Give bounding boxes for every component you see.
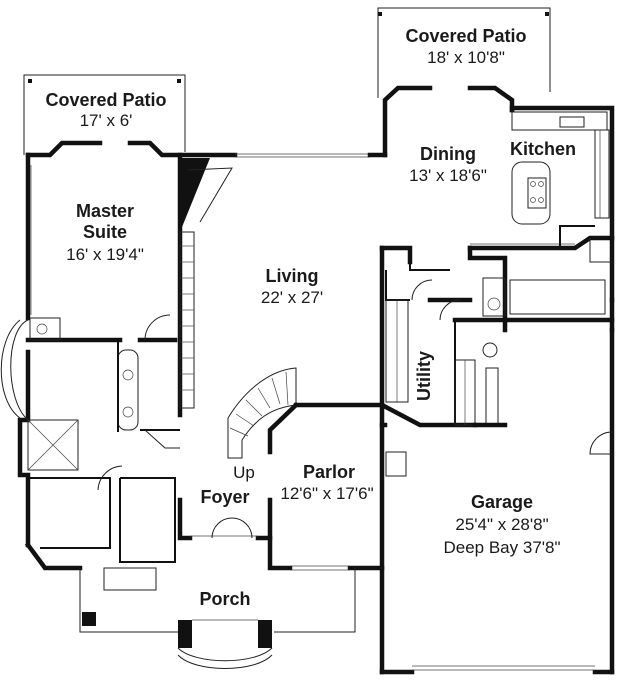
master-suite-size: 16' x 19'4" bbox=[66, 245, 144, 264]
covered-patio-left-name: Covered Patio bbox=[45, 90, 166, 110]
living-name: Living bbox=[266, 266, 319, 286]
room-labels: Covered Patio 18' x 10'8" Covered Patio … bbox=[45, 26, 576, 609]
living-stairs bbox=[179, 231, 195, 409]
exterior-walls bbox=[17, 105, 615, 675]
foyer-stair bbox=[227, 367, 297, 459]
covered-patio-right-size: 18' x 10'8" bbox=[427, 48, 505, 67]
kitchen-name: Kitchen bbox=[510, 139, 576, 159]
stair-up-label: Up bbox=[233, 463, 255, 482]
garage-extra: Deep Bay 37'8" bbox=[443, 538, 560, 557]
master-suite-walls bbox=[0, 152, 233, 563]
garage-name: Garage bbox=[471, 492, 533, 512]
garage-size: 25'4" x 28'8" bbox=[455, 515, 548, 534]
covered-patio-right-outline bbox=[377, 7, 551, 158]
dining-size: 13' x 18'6" bbox=[409, 166, 487, 185]
foyer-name: Foyer bbox=[200, 487, 249, 507]
master-suite-name-line1: Master bbox=[76, 201, 134, 221]
utility-name: Utility bbox=[414, 351, 434, 401]
covered-patio-right-name: Covered Patio bbox=[405, 26, 526, 46]
kitchen-fixtures bbox=[467, 111, 615, 263]
covered-patio-left-size: 17' x 6' bbox=[80, 111, 133, 130]
parlor-walls bbox=[177, 401, 385, 571]
porch-name: Porch bbox=[199, 589, 250, 609]
parlor-size: 12'6" x 17'6" bbox=[280, 484, 373, 503]
living-size: 22' x 27' bbox=[261, 288, 323, 307]
dining-name: Dining bbox=[420, 144, 476, 164]
porch-outline bbox=[79, 567, 356, 669]
covered-patio-left-outline bbox=[23, 74, 186, 155]
master-suite-name-line2: Suite bbox=[83, 222, 127, 242]
garage-details bbox=[385, 431, 613, 477]
utility-walls bbox=[378, 245, 615, 428]
parlor-name: Parlor bbox=[303, 462, 355, 482]
